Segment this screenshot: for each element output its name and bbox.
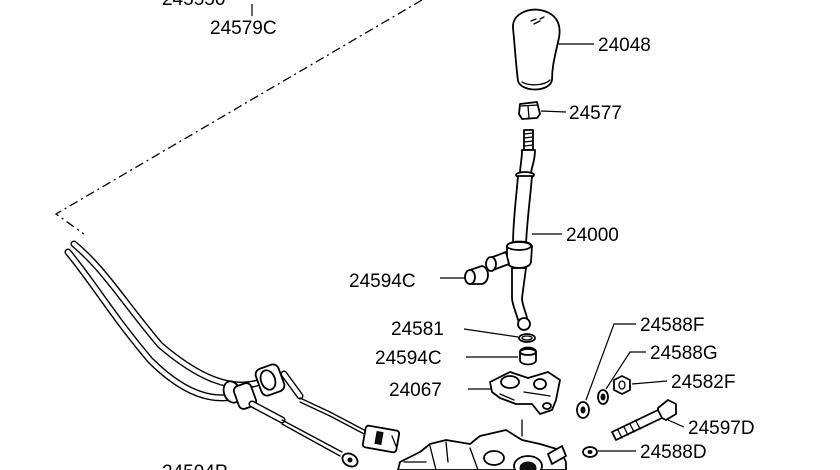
leader-24588F — [585, 323, 636, 401]
leader-24597D — [667, 419, 685, 428]
lever-bracket — [489, 371, 561, 415]
label-24588D: 24588D — [640, 442, 707, 463]
label-24588F: 24588F — [640, 315, 704, 336]
shift-lever — [485, 129, 536, 331]
washer-24588F — [576, 401, 590, 419]
label-24579C: 24579C — [210, 18, 277, 39]
label-24581: 24581 — [391, 319, 444, 340]
shift-knob — [512, 8, 561, 91]
leader-24577 — [540, 110, 567, 113]
nut-24582F — [613, 375, 631, 395]
knob-lock-nut — [518, 101, 541, 120]
bolt-24597D — [611, 399, 677, 441]
leader-24588G — [605, 351, 646, 390]
boundary-dashed-line — [54, 0, 423, 235]
washer-24588G — [597, 389, 609, 405]
label-24577: 24577 — [569, 103, 622, 124]
label-24067: 24067 — [389, 380, 442, 401]
lower-cable-grommet — [222, 380, 359, 468]
washer-24588D — [582, 446, 598, 458]
label-24594C-b: 24594C — [375, 348, 442, 369]
cable-end-connector — [361, 424, 401, 454]
leader-24582F — [631, 380, 668, 385]
label-bottom-clipped: 24594P — [162, 462, 228, 470]
lever-bushing-upper — [464, 265, 489, 285]
label-24000: 24000 — [566, 225, 619, 246]
shift-cables — [64, 240, 401, 468]
label-24582F: 24582F — [671, 372, 735, 393]
upper-cable-grommet — [254, 363, 369, 437]
shift-housing — [397, 419, 567, 470]
leader-24581 — [463, 328, 519, 338]
label-top-clipped: 245550 — [162, 0, 225, 10]
label-24597D: 24597D — [688, 418, 755, 439]
label-24048: 24048 — [598, 35, 651, 56]
label-24588G: 24588G — [650, 343, 718, 364]
label-24594C-a: 24594C — [349, 271, 416, 292]
lever-bushing-lower — [519, 346, 537, 366]
o-ring — [518, 333, 536, 343]
